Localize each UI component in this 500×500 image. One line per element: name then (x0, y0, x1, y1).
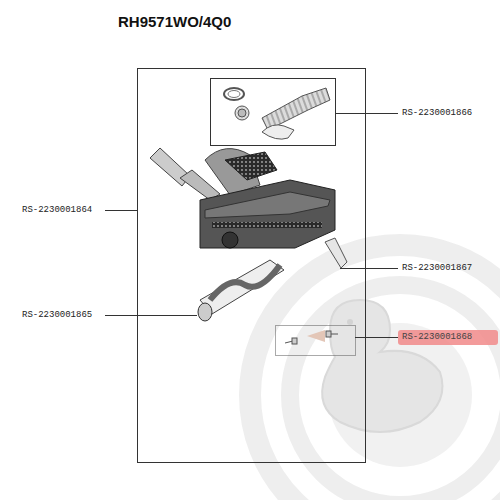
side-cap (325, 238, 347, 268)
screws (285, 331, 338, 344)
part-reference: RS-2230001864 (22, 205, 92, 215)
leader-lines (105, 114, 398, 338)
assembly-frame (138, 69, 366, 463)
hose-kit (224, 88, 330, 139)
brush-roller (198, 260, 284, 321)
floor-nozzle (150, 148, 335, 248)
diagram-title: RH9571WO/4Q0 (118, 13, 231, 30)
hose-kit-frame (211, 79, 336, 146)
part-reference: RS-2230001867 (402, 263, 472, 273)
screw-kit-frame (276, 326, 356, 356)
watermark (250, 245, 500, 500)
part-reference: RS-2230001866 (402, 108, 472, 118)
part-reference: RS-2230001868 (402, 332, 472, 342)
part-reference: RS-2230001865 (22, 310, 92, 320)
highlight-bar (398, 330, 498, 345)
